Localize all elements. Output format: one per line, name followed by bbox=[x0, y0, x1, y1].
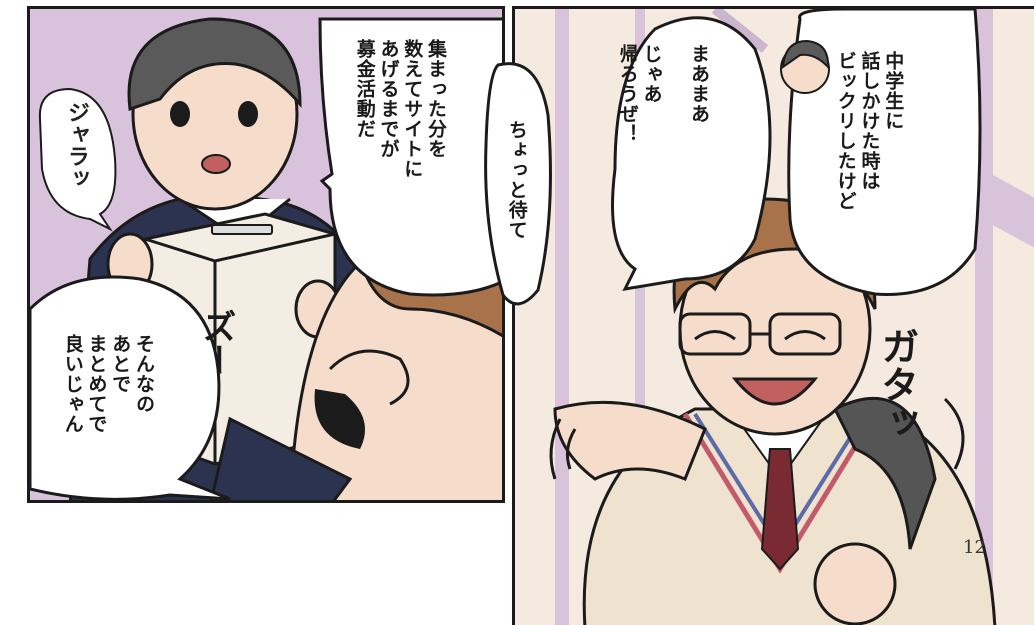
speech-bubble-later-text: そんなの あとで まとめてで 良いじゃん bbox=[61, 334, 155, 434]
speech-bubble-donation-text: 集まった分を 数えてサイトに あげるまでが 募金活動だ bbox=[353, 39, 447, 179]
comic-panel-right: 中学生に 話しかけた時は ビックリしたけど まあまあ じゃあ 帰ろうぜ！ ガタッ bbox=[512, 6, 1034, 625]
sfx-zu: ズー bbox=[196, 309, 236, 377]
speech-bubble-surprised-text: 中学生に 話しかけた時は ビックリしたけど bbox=[834, 51, 905, 211]
speech-bubble-gohome-text: まあまあ じゃあ 帰ろうぜ！ bbox=[616, 44, 710, 144]
sfx-jara: ジャラッ bbox=[64, 101, 89, 189]
comic-panel-left: 集まった分を 数えてサイトに あげるまでが 募金活動だ そんなの あとで まとめ… bbox=[27, 6, 505, 503]
page-number: 12 bbox=[963, 537, 986, 558]
panel-right-art bbox=[549, 9, 1034, 625]
panel-left-art bbox=[30, 17, 502, 500]
sfx-gata: ガタッ bbox=[875, 327, 919, 441]
speech-bubble-wait bbox=[484, 62, 552, 306]
speech-bubble-wait-text: ちょっと待て bbox=[505, 120, 528, 240]
